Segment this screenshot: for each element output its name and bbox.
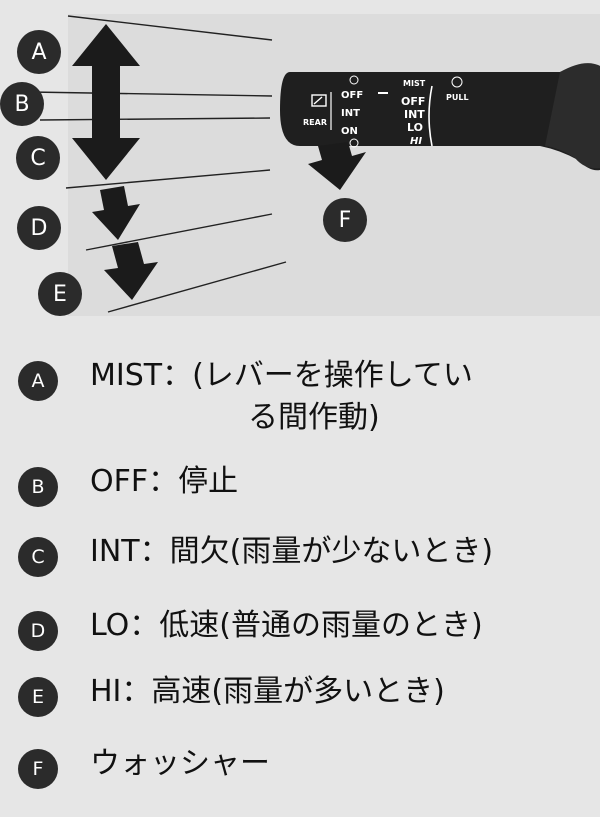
svg-text:REAR: REAR [303, 118, 327, 127]
svg-text:PULL: PULL [446, 93, 469, 102]
legend-text-mist-cont: る間作動) [248, 400, 380, 435]
wiper-lever-diagram: REAR OFF INT ON MIST OFF INT LO HI PULL [29, 14, 600, 316]
svg-text:ON: ON [341, 126, 358, 137]
badge-a: A [17, 30, 61, 74]
svg-text:INT: INT [341, 108, 360, 119]
legend-text-off: OFF：停止 [90, 464, 239, 499]
badge-c: C [16, 136, 60, 180]
svg-text:MIST: MIST [403, 79, 426, 88]
lo-arrow [92, 186, 140, 240]
hi-arrow [104, 242, 158, 300]
legend-text-lo: LO：低速(普通の雨量のとき) [90, 608, 483, 643]
legend-text-washer: ウォッシャー [90, 746, 270, 781]
legend-text-int: INT：間欠(雨量が少ないとき) [90, 534, 494, 569]
legend-badge-e: E [18, 677, 58, 717]
wiper-lever [280, 64, 600, 171]
svg-text:HI: HI [410, 136, 422, 147]
legend-badge-c: C [18, 537, 58, 577]
mist-off-double-arrow [72, 24, 140, 180]
legend-text-mist: MIST：(レバーを操作してい [90, 358, 473, 393]
lever-markings: REAR OFF INT ON MIST OFF INT LO HI PULL [303, 75, 469, 148]
washer-arrow [308, 142, 366, 190]
legend-item-hi: E HI：高速(雨量が多いとき) [18, 671, 598, 721]
legend-text-hi: HI：高速(雨量が多いとき) [90, 674, 445, 709]
svg-text:OFF: OFF [401, 95, 425, 108]
svg-text:INT: INT [404, 108, 425, 121]
legend-item-mist: A MIST：(レバーを操作してい る間作動) [18, 355, 598, 445]
leader-lines [29, 15, 287, 313]
legend-item-off: B OFF：停止 [18, 461, 598, 511]
legend-badge-b: B [18, 467, 58, 507]
badge-b: B [0, 82, 44, 126]
legend-badge-d: D [18, 611, 58, 651]
badge-d: D [17, 206, 61, 250]
legend-item-washer: F ウォッシャー [18, 743, 598, 793]
svg-text:OFF: OFF [341, 90, 363, 101]
legend-badge-f: F [18, 749, 58, 789]
svg-text:LO: LO [407, 121, 423, 134]
legend-badge-a: A [18, 361, 58, 401]
wiper-lever-figure: REAR OFF INT ON MIST OFF INT LO HI PULL … [0, 0, 600, 330]
badge-e: E [38, 272, 82, 316]
legend-item-lo: D LO：低速(普通の雨量のとき) [18, 605, 598, 655]
legend-item-int: C INT：間欠(雨量が少ないとき) [18, 531, 598, 581]
badge-f: F [323, 198, 367, 242]
